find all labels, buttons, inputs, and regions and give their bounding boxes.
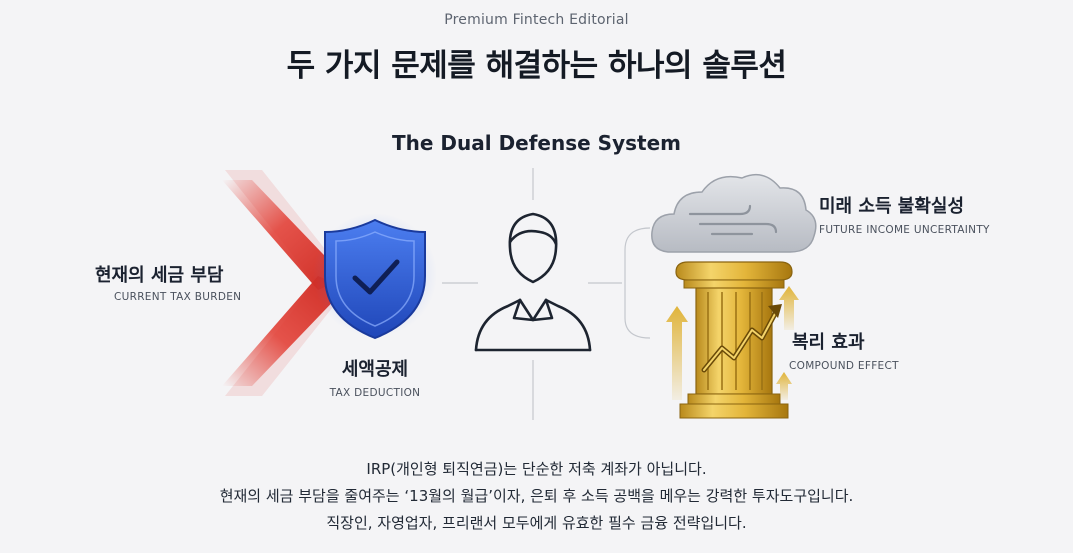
future-income-title: 미래 소득 불확실성	[819, 196, 965, 217]
future-income-label: 미래 소득 불확실성 FUTURE INCOME UNCERTAINTY	[819, 192, 990, 236]
caption-line-2: 현재의 세금 부담을 줄여주는 ‘13월의 월급’이자, 은퇴 후 소득 공백을…	[219, 487, 854, 505]
current-tax-burden-subtitle: CURRENT TAX BURDEN	[114, 291, 242, 303]
tax-deduction-label: 세액공제 TAX DEDUCTION	[315, 355, 435, 399]
compound-effect-title: 복리 효과	[792, 332, 865, 353]
caption-line-1: IRP(개인형 퇴직연금)는 단순한 저축 계좌가 아닙니다.	[366, 460, 707, 478]
cloud-wind-icon	[651, 173, 817, 253]
current-tax-burden-label: 현재의 세금 부담 CURRENT TAX BURDEN	[90, 261, 270, 303]
caption-block: IRP(개인형 퇴직연금)는 단순한 저축 계좌가 아닙니다. 현재의 세금 부…	[0, 456, 1073, 537]
diagram-title: The Dual Defense System	[392, 131, 681, 155]
eyebrow-text: Premium Fintech Editorial	[444, 12, 629, 28]
connector-lines	[442, 168, 651, 420]
page-title: 두 가지 문제를 해결하는 하나의 솔루션	[286, 48, 787, 84]
compound-effect-subtitle: COMPOUND EFFECT	[789, 360, 899, 372]
current-tax-burden-title: 현재의 세금 부담	[95, 265, 224, 286]
person-icon	[474, 212, 592, 352]
shield-check-icon	[313, 213, 437, 340]
tax-deduction-subtitle: TAX DEDUCTION	[329, 387, 421, 399]
compound-effect-label: 복리 효과 COMPOUND EFFECT	[789, 328, 899, 372]
golden-pillar-icon	[666, 261, 799, 419]
future-income-subtitle: FUTURE INCOME UNCERTAINTY	[819, 224, 990, 236]
caption-line-3: 직장인, 자영업자, 프리랜서 모두에게 유효한 필수 금융 전략입니다.	[326, 514, 747, 532]
tax-deduction-title: 세액공제	[341, 359, 409, 380]
